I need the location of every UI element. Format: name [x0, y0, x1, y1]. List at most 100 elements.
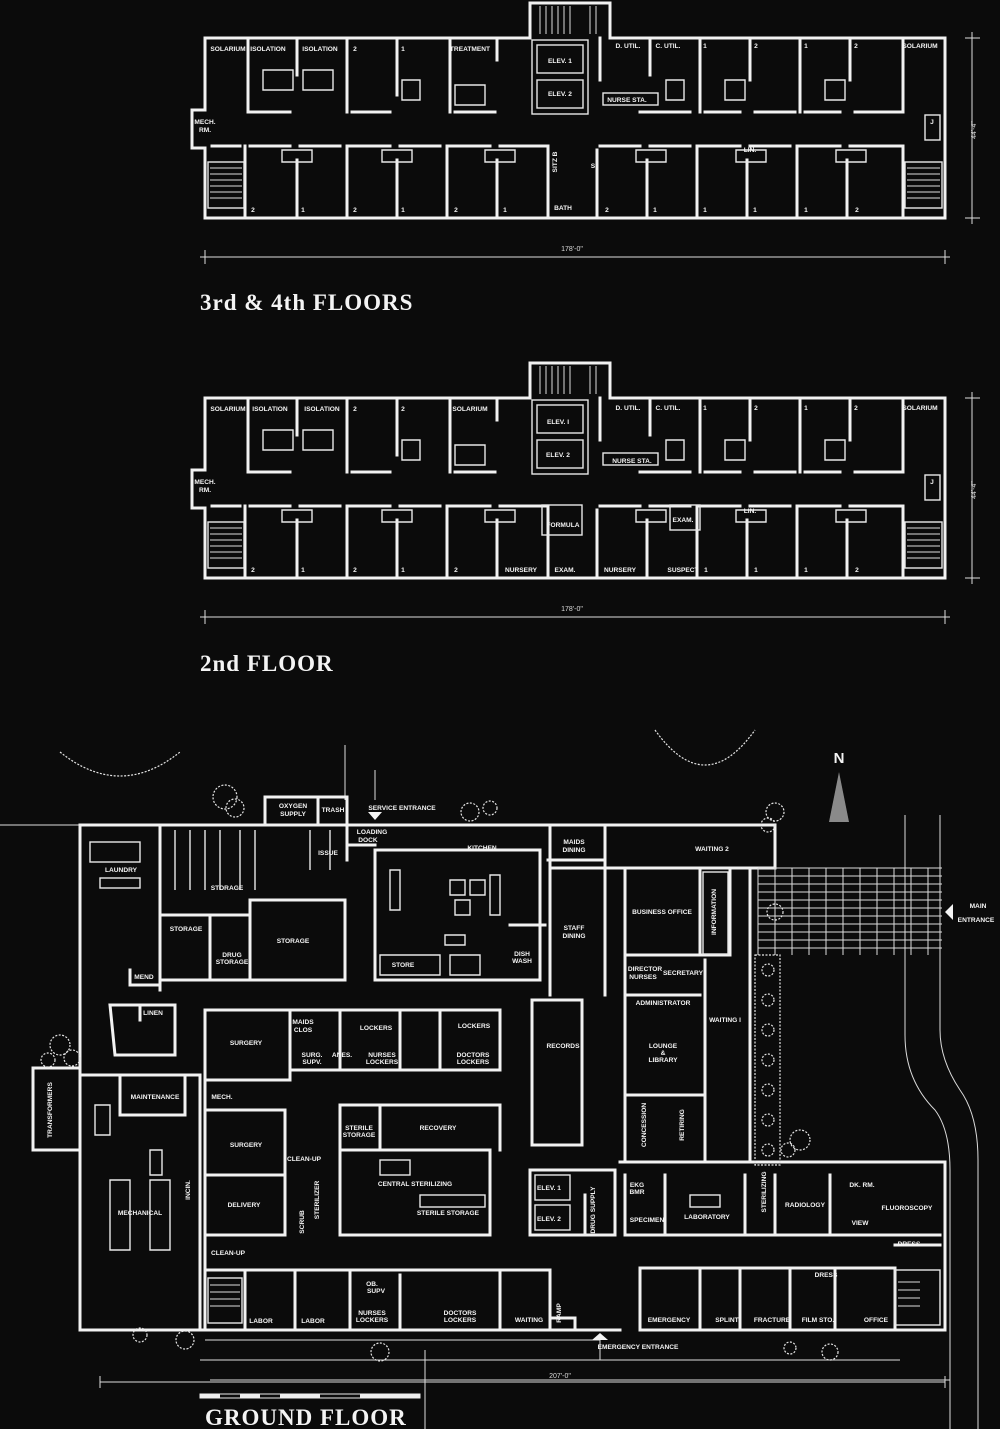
emergency-entrance-arrow-icon [592, 1333, 608, 1340]
shrub-icon [225, 798, 245, 818]
shrub-icon [760, 817, 776, 833]
room-label: DRESS [898, 1241, 921, 1248]
room-label: J [930, 119, 934, 126]
room-label: BMR [629, 1189, 644, 1196]
room-label: STERILIZING [761, 1171, 768, 1212]
room-label: DK. RM. [849, 1182, 874, 1189]
room-label: BATH [554, 205, 572, 212]
shrub-icon [212, 784, 238, 810]
shrub-icon [49, 1034, 71, 1056]
room-label: 2 [754, 405, 758, 412]
room-label: DOCTORS [457, 1052, 490, 1059]
room-label: BUSINESS OFFICE [632, 909, 692, 916]
room-label: 2 [454, 207, 458, 214]
ground-length-dimension: 207'-0" [549, 1373, 571, 1380]
room-label: TRANSFORMERS [47, 1082, 54, 1138]
room-label: SUSPECT [667, 567, 698, 574]
main-entrance-arrow-icon [945, 904, 953, 920]
room-label: 1 [804, 405, 808, 412]
room-label: 1 [704, 567, 708, 574]
site-arc-west [59, 751, 181, 777]
shrub-icon [132, 1327, 148, 1343]
room-label: DISH [514, 951, 530, 958]
room-label: RM. [199, 487, 211, 494]
room-label: 2 [854, 43, 858, 50]
scale-bar [199, 1393, 421, 1399]
room-label: 1 [804, 207, 808, 214]
shrub-icon [761, 1053, 775, 1067]
room-label: SOLARIUM [452, 406, 488, 413]
room-label: LOUNGE [649, 1043, 678, 1050]
room-label: CENTRAL STERILIZING [378, 1181, 452, 1188]
room-label: RECOVERY [420, 1125, 457, 1132]
room-label: SOLARIUM [210, 406, 246, 413]
room-label: RADIOLOGY [785, 1202, 826, 1209]
room-label: SPLINT [715, 1317, 738, 1324]
room-label: SECRETARY [663, 970, 704, 977]
room-label: ELEV. 2 [548, 91, 572, 98]
room-label: OFFICE [864, 1317, 889, 1324]
shrub-icon [761, 963, 775, 977]
room-label: ISOLATION [302, 46, 338, 53]
room-label: & [661, 1050, 666, 1057]
room-label: 2 [855, 567, 859, 574]
room-label: STERILIZER [314, 1181, 321, 1220]
shrub-icon [780, 1142, 796, 1158]
room-label: STORAGE [211, 885, 244, 892]
north-label: N [834, 750, 845, 767]
room-label: 2 [353, 406, 357, 413]
room-label: LINEN [143, 1010, 163, 1017]
room-label: WASH [512, 958, 532, 965]
room-label: EMERGENCY ENTRANCE [598, 1344, 679, 1351]
shrub-icon [765, 802, 785, 822]
room-label: MECH. [194, 119, 215, 126]
room-label: MAIDS [292, 1019, 314, 1026]
room-label: LOCKERS [360, 1025, 393, 1032]
room-label: SUPV. [302, 1059, 321, 1066]
room-label: CONCESSION [641, 1103, 648, 1148]
room-label: RECORDS [547, 1043, 581, 1050]
room-label: MAIN [970, 903, 987, 910]
room-label: 1 [703, 43, 707, 50]
room-label: NURSES [358, 1310, 386, 1317]
room-label: INFORMATION [711, 889, 718, 935]
room-label: LIN. [744, 508, 757, 515]
room-label: STORAGE [277, 938, 310, 945]
room-label: LABORATORY [684, 1214, 730, 1221]
room-label: 1 [754, 567, 758, 574]
room-label: STORAGE [216, 959, 249, 966]
room-label: ENTRANCE [958, 917, 995, 924]
shrub-icon [821, 1343, 839, 1361]
room-label: LOCKERS [458, 1023, 491, 1030]
room-label: LOCKERS [366, 1059, 399, 1066]
room-label: MECH. [211, 1094, 232, 1101]
room-label: LOADING [357, 829, 387, 836]
room-label: 2 [353, 46, 357, 53]
room-label: STERILE STORAGE [417, 1210, 480, 1217]
room-label: 2 [854, 405, 858, 412]
room-label: SCRUB [299, 1210, 306, 1234]
room-label: STORE [392, 962, 415, 969]
room-label: RM. [199, 127, 211, 134]
room-label: NURSES [368, 1052, 396, 1059]
room-label: MECHANICAL [118, 1210, 162, 1217]
room-label: SURGERY [230, 1040, 263, 1047]
room-label: 1 [401, 207, 405, 214]
room-label: 2 [754, 43, 758, 50]
room-label: ELEV. 1 [548, 58, 572, 65]
room-label: D. UTIL. [616, 405, 641, 412]
room-label: NURSERY [505, 567, 538, 574]
floor-3-4-width-dimension: 44'-4" [971, 121, 978, 139]
room-label: 2 [353, 567, 357, 574]
floor-2-width-dimension: 44'-4" [971, 481, 978, 499]
room-label: 2 [454, 567, 458, 574]
room-label: FRACTURE [754, 1317, 791, 1324]
room-label: SITZ B [552, 151, 559, 172]
room-label: 1 [401, 46, 405, 53]
shrub-icon [761, 1143, 775, 1157]
room-label: STAFF [564, 925, 585, 932]
room-label: LAUNDRY [105, 867, 138, 874]
site-arc-east [654, 729, 756, 766]
room-label: ELEV. 1 [537, 1185, 561, 1192]
room-label: FLUOROSCOPY [882, 1205, 934, 1212]
